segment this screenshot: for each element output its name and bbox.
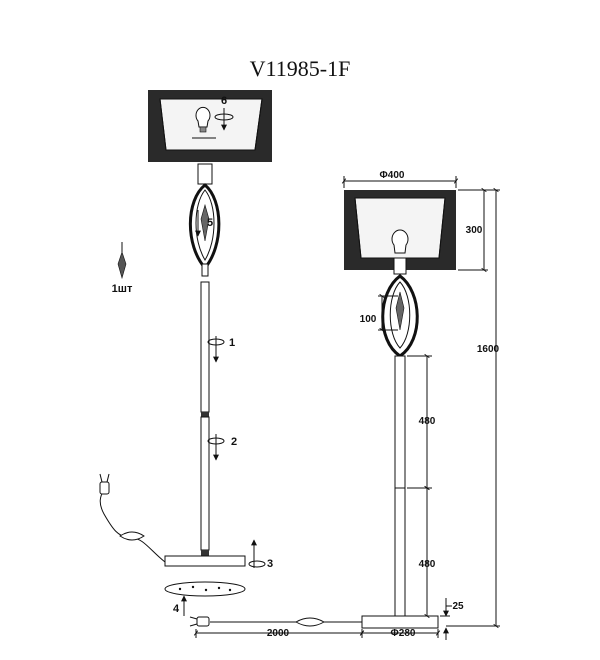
dim-pendant: 100	[360, 314, 377, 325]
step-label-base: 3	[267, 558, 273, 570]
assembled-view: Φ400 300 1600 100 480 480 25	[189, 170, 500, 640]
exploded-holder	[188, 183, 221, 277]
assembled-foot-switch-icon	[294, 617, 326, 627]
assembled-plug-icon	[189, 616, 210, 627]
step-label-shade: 6	[221, 95, 227, 107]
rod-lower	[200, 416, 210, 551]
exploded-base	[164, 555, 246, 567]
assembled-base	[361, 615, 439, 629]
dim-cable-length: 2000	[267, 628, 290, 639]
rod-joint	[201, 412, 209, 417]
foot-switch-icon	[119, 531, 145, 541]
step-label-plate: 4	[173, 603, 180, 615]
socket	[197, 163, 213, 185]
dim-rod-upper: 480	[419, 416, 436, 427]
step-label-holder: 5	[207, 217, 213, 229]
rotate-arrow-icon	[214, 108, 234, 131]
exploded-shade	[148, 90, 272, 162]
rod-upper	[200, 281, 210, 413]
assembled-rod	[394, 355, 406, 617]
dim-shade-diameter: Φ400	[380, 170, 405, 181]
step-label-rod-lower: 2	[231, 436, 237, 448]
pendant-part	[117, 242, 127, 280]
assembled-holder	[381, 274, 419, 358]
rod-foot	[201, 550, 209, 556]
dim-total-height: 1600	[477, 344, 500, 355]
part-count-label: 1шт	[112, 283, 133, 295]
plug-icon	[99, 473, 110, 495]
exploded-view: 6 5 1шт 1 2 3	[99, 90, 273, 616]
bulb-icon	[192, 106, 216, 139]
dim-base-diameter: Φ280	[391, 628, 416, 639]
assembled-socket	[393, 257, 407, 275]
step-label-rod-upper: 1	[229, 337, 235, 349]
dim-base-height: 25	[452, 601, 464, 612]
base-plate	[164, 581, 246, 597]
drawing-title: V11985-1F	[250, 56, 351, 81]
bulb-outline	[391, 229, 409, 254]
dim-shade-height: 300	[466, 225, 483, 236]
dim-rod-lower: 480	[419, 559, 436, 570]
